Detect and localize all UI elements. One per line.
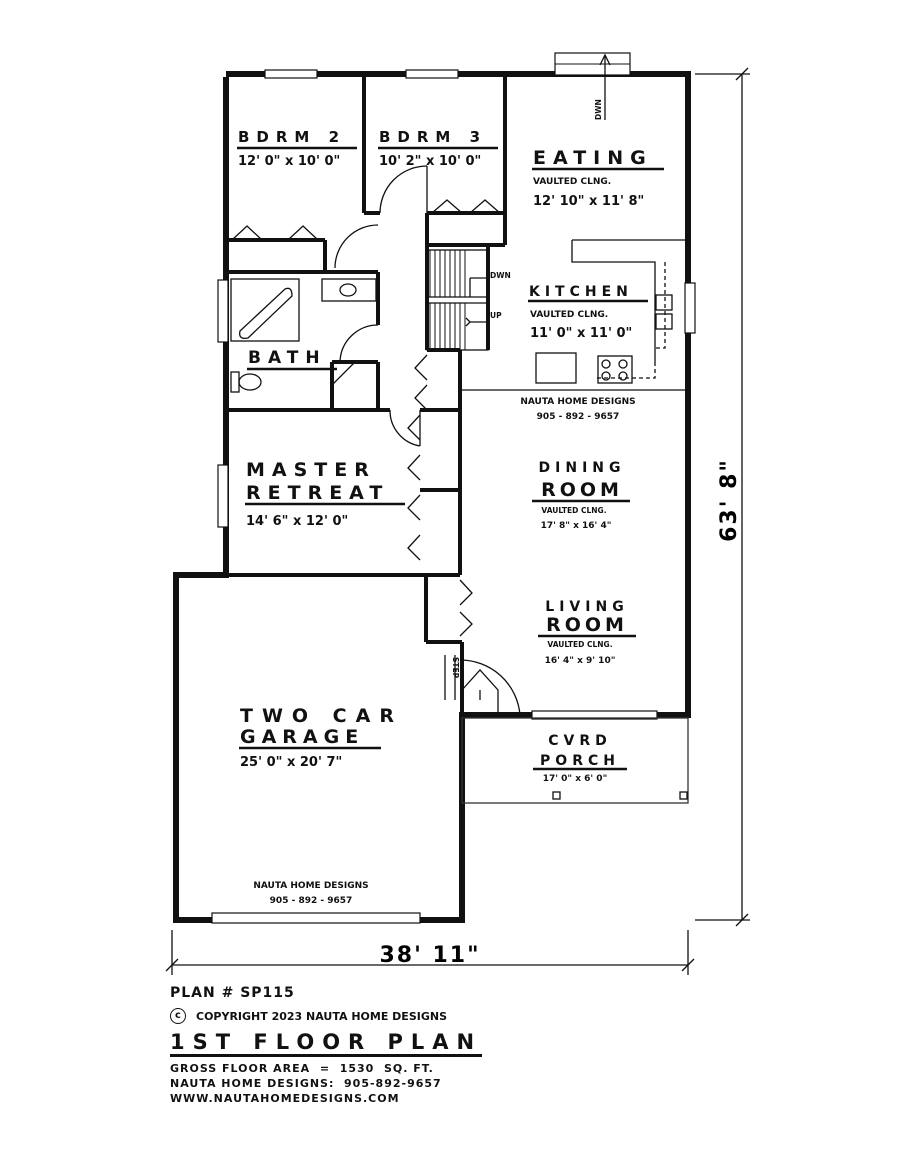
copyright-icon: c	[170, 1008, 186, 1024]
room-living: LIVING ROOM VAULTED CLNG. 16' 4" x 9' 10…	[538, 599, 636, 666]
step-label: STEP	[451, 657, 460, 679]
bdrm3-name: BDRM 3	[379, 128, 487, 146]
windows	[211, 52, 696, 924]
eating-name: EATING	[533, 147, 653, 169]
garage-phone: 905 - 892 - 9657	[270, 896, 353, 906]
website[interactable]: WWW.NAUTAHOMEDESIGNS.COM	[170, 1092, 400, 1105]
stair-up-label: UP	[490, 311, 502, 320]
kitchen-name: KITCHEN	[529, 284, 633, 300]
porch-size: 17' 0" x 6' 0"	[543, 774, 608, 784]
garage-company: NAUTA HOME DESIGNS	[253, 881, 368, 891]
dining-size: 17' 8" x 16' 4"	[541, 521, 612, 531]
bdrm2-name: BDRM 2	[238, 128, 346, 146]
bdrm3-size: 10' 2" x 10' 0"	[379, 154, 481, 169]
room-bath: BATH	[247, 348, 337, 371]
room-master: MASTER RETREAT 14' 6" x 12' 0"	[245, 459, 405, 529]
plan-number: PLAN # SP115	[170, 985, 295, 1001]
room-garage: TWO CAR GARAGE 25' 0" x 20' 7" NAUTA HOM…	[239, 705, 403, 906]
room-kitchen: KITCHEN VAULTED CLNG. 11' 0" x 11' 0" NA…	[490, 271, 648, 422]
bdrm2-size: 12' 0" x 10' 0"	[238, 154, 340, 169]
room-eating: EATING VAULTED CLNG. 12' 10" x 11' 8"	[532, 147, 664, 209]
porch-name-line1: CVRD	[548, 733, 612, 749]
room-porch: CVRD PORCH 17' 0" x 6' 0"	[533, 733, 627, 784]
interior-walls	[226, 76, 507, 715]
fixtures	[230, 239, 688, 393]
living-size: 16' 4" x 9' 10"	[545, 656, 616, 666]
master-name-line1: MASTER	[246, 459, 376, 481]
porch-name-line2: PORCH	[540, 753, 620, 769]
copyright-line: c COPYRIGHT 2023 NAUTA HOME DESIGNS	[170, 1008, 447, 1024]
stairs	[426, 249, 489, 351]
dining-name-line2: ROOM	[541, 479, 623, 501]
kitchen-note: VAULTED CLNG.	[530, 310, 608, 320]
gross-floor-area: GROSS FLOOR AREA = 1530 SQ. FT.	[170, 1062, 434, 1075]
stair-down-label: DWN	[490, 271, 511, 280]
contact-line: NAUTA HOME DESIGNS: 905-892-9657	[170, 1077, 442, 1090]
room-bdrm3: BDRM 3 10' 2" x 10' 0"	[378, 128, 498, 169]
dining-note: VAULTED CLNG.	[541, 506, 606, 515]
copyright-text: COPYRIGHT 2023 NAUTA HOME DESIGNS	[196, 1009, 447, 1023]
eating-note: VAULTED CLNG.	[533, 177, 611, 187]
covered-porch-outline: STEP	[444, 655, 689, 804]
room-bdrm2: BDRM 2 12' 0" x 10' 0"	[237, 128, 357, 169]
living-note: VAULTED CLNG.	[547, 640, 612, 649]
kitchen-phone: 905 - 892 - 9657	[537, 412, 620, 422]
garage-name-line1: TWO CAR	[240, 705, 403, 727]
kitchen-company: NAUTA HOME DESIGNS	[520, 397, 635, 407]
dining-name-line1: DINING	[539, 460, 626, 476]
width-dimension: 38' 11"	[379, 943, 480, 968]
depth-dimension: 63' 8"	[717, 458, 742, 542]
bath-name: BATH	[248, 348, 327, 368]
garage-size: 25' 0" x 20' 7"	[240, 755, 342, 770]
room-dining: DINING ROOM VAULTED CLNG. 17' 8" x 16' 4…	[532, 460, 630, 531]
floor-plan-title: 1ST FLOOR PLAN	[170, 1030, 483, 1057]
kitchen-size: 11' 0" x 11' 0"	[530, 326, 632, 341]
master-size: 14' 6" x 12' 0"	[246, 514, 348, 529]
exterior-stair: DWN	[594, 53, 611, 120]
garage-name-line2: GARAGE	[240, 726, 364, 748]
master-name-line2: RETREAT	[246, 482, 389, 504]
living-name-line1: LIVING	[545, 599, 628, 615]
eating-size: 12' 10" x 11' 8"	[533, 194, 644, 209]
doors	[231, 165, 521, 716]
exterior-down-label: DWN	[594, 99, 603, 120]
living-name-line2: ROOM	[546, 614, 628, 636]
dimension-lines: 38' 11" 63' 8"	[165, 67, 750, 975]
